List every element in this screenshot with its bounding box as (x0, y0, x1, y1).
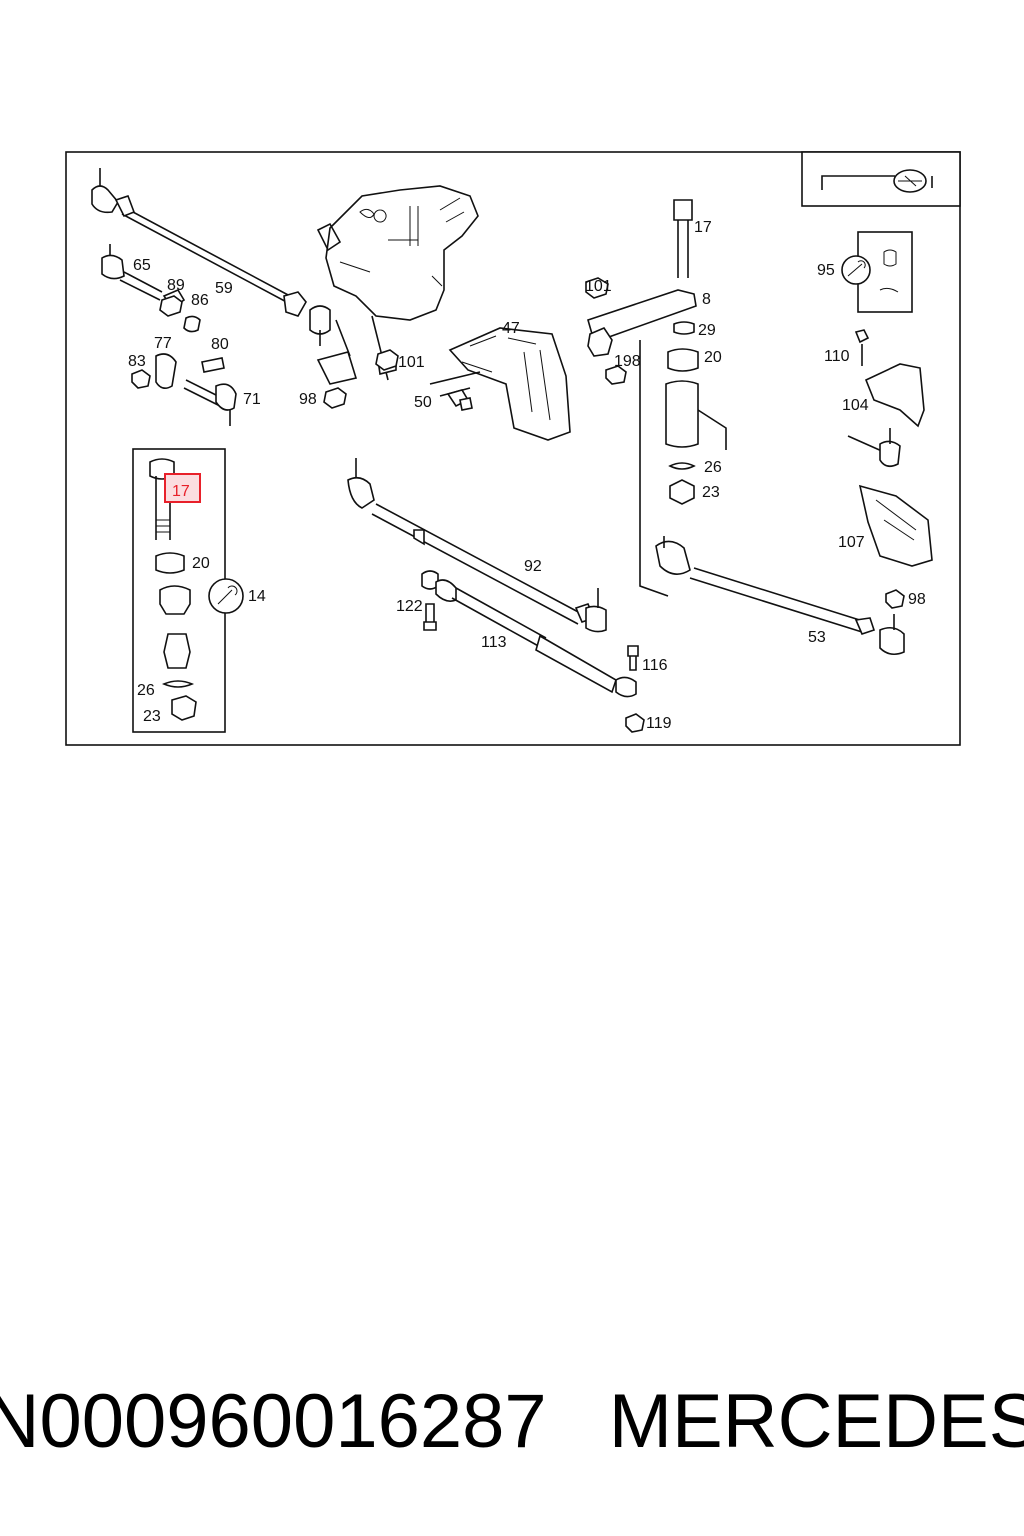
label-119: 119 (646, 715, 672, 732)
label-113: 113 (481, 634, 507, 651)
label-198: 198 (614, 353, 641, 370)
part-number: N000960016287 (0, 1379, 547, 1464)
label-17-top: 17 (694, 219, 712, 236)
label-110: 110 (824, 348, 850, 365)
label-26-a: 26 (704, 459, 722, 476)
caption: N000960016287 MERCEDES (0, 1378, 1024, 1468)
label-26-b: 26 (137, 682, 155, 699)
label-23-b: 23 (143, 708, 161, 725)
clamp-assembly-drawing (131, 353, 237, 426)
label-107: 107 (838, 534, 865, 551)
label-101-a: 101 (585, 278, 612, 295)
label-80: 80 (211, 336, 229, 353)
label-92: 92 (524, 558, 542, 575)
label-98-b: 98 (299, 391, 317, 408)
parts-diagram: 17 101 8 29 198 20 26 23 95 110 104 107 … (65, 151, 961, 746)
label-77: 77 (154, 335, 172, 352)
label-89: 89 (167, 277, 185, 294)
label-14: 14 (248, 588, 266, 605)
label-8: 8 (702, 291, 711, 308)
label-17-highlighted: 17 (172, 483, 190, 500)
label-50: 50 (414, 394, 432, 411)
label-98-a: 98 (908, 591, 926, 608)
label-83: 83 (128, 353, 146, 370)
label-95: 95 (817, 262, 835, 279)
bracket-47-drawing (429, 327, 571, 441)
label-59: 59 (215, 280, 233, 297)
label-122: 122 (396, 598, 423, 615)
label-71: 71 (243, 391, 261, 408)
tie-rod-59-drawing (91, 168, 331, 346)
brand-name: MERCEDES (608, 1379, 1024, 1464)
label-47: 47 (502, 320, 520, 337)
label-23-a: 23 (702, 484, 720, 501)
tie-rod-92-drawing (347, 458, 607, 633)
label-86: 86 (191, 292, 209, 309)
label-101-b: 101 (398, 354, 425, 371)
label-29: 29 (698, 322, 716, 339)
diagram-frame (65, 151, 961, 746)
pitman-arm-8-drawing (585, 199, 727, 597)
label-65: 65 (133, 257, 151, 274)
tie-rod-53-drawing (655, 536, 905, 656)
small-fasteners-drawing (159, 295, 399, 409)
tie-rod-end-65-drawing (101, 244, 201, 333)
steering-damper-113-drawing (421, 570, 645, 733)
label-104: 104 (842, 397, 869, 414)
steering-symbol-icon (801, 151, 961, 207)
label-53: 53 (808, 629, 826, 646)
highlight-box (164, 473, 201, 503)
label-116: 116 (642, 657, 668, 674)
label-20-a: 20 (704, 349, 722, 366)
right-parts-drawing (841, 231, 933, 609)
label-20-b: 20 (192, 555, 210, 572)
steering-gearbox-drawing (316, 185, 479, 385)
